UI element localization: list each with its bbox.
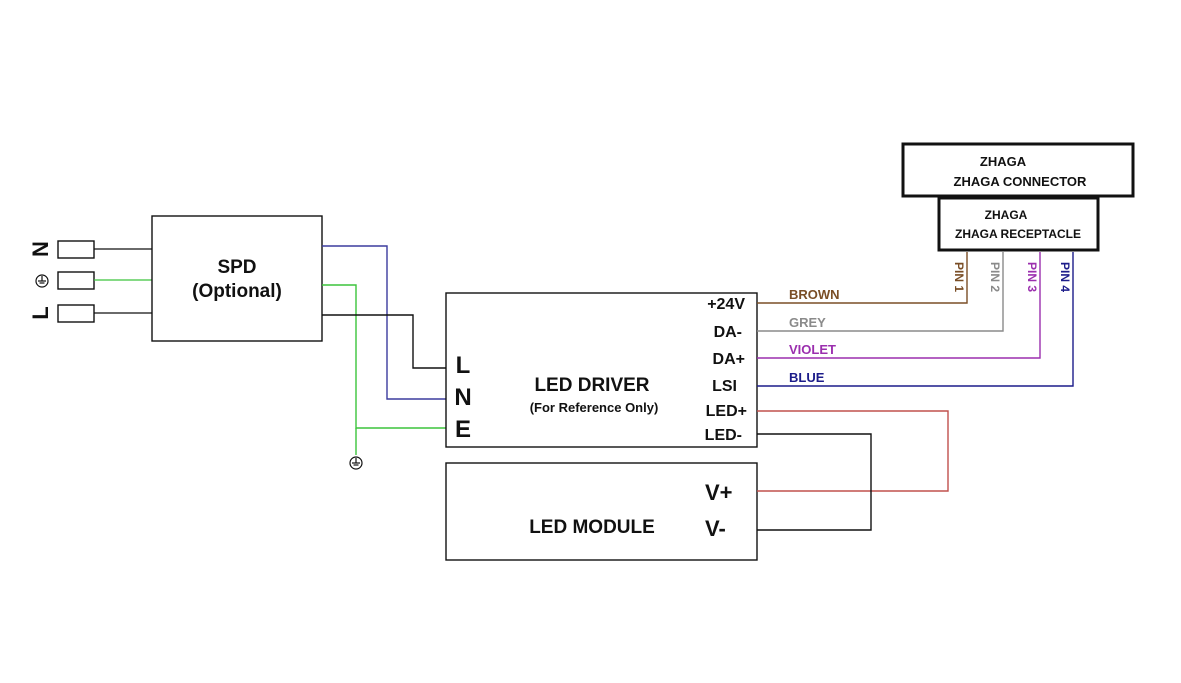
wire-label-grey: GREY [789,315,826,330]
pin-label-3: PIN 3 [1025,262,1039,292]
driver-input-n: N [454,384,471,411]
zhaga-receptacle-box: ZHAGA ZHAGA RECEPTACLE [937,196,1100,252]
led-module-box: LED MODULE V+ V- [445,462,758,561]
module-title: LED MODULE [529,517,655,538]
earth-symbol-icon [35,274,49,288]
wire-spd-neutral [322,245,446,400]
wire-spd-earth [322,284,446,429]
connector-line1: ZHAGA [980,154,1027,169]
wire-led-plus [757,410,949,492]
earth-ground-icon [349,456,363,470]
mains-n-label: N [28,241,53,257]
receptacle-line2: ZHAGA RECEPTACLE [955,227,1081,241]
wire-led-minus [757,433,872,531]
spd-box: SPD (Optional) [151,215,323,342]
wire-grey [757,252,1004,332]
wire-brown [757,252,968,304]
wire-label-brown: BROWN [789,287,840,302]
pin-label-4: PIN 4 [1058,262,1072,292]
driver-subtitle: (For Reference Only) [530,400,659,415]
driver-output-da-minus: DA- [714,324,742,341]
driver-input-l: L [456,352,471,379]
driver-output-led-minus: LED- [705,427,742,444]
driver-input-e: E [455,416,471,443]
spd-subtitle: (Optional) [192,281,282,302]
receptacle-line1: ZHAGA [985,208,1028,222]
terminal-earth [57,271,95,290]
connector-line2: ZHAGA CONNECTOR [954,174,1088,189]
zhaga-connector-box: ZHAGA ZHAGA CONNECTOR [901,142,1135,198]
terminal-n [57,240,95,259]
wire-label-blue: BLUE [789,370,825,385]
spd-title: SPD [217,257,256,278]
wire-blue [757,252,1074,387]
driver-output-lsi: LSI [712,378,737,395]
led-driver-box: L N E LED DRIVER (For Reference Only) +2… [445,292,758,448]
mains-l-label: L [28,306,53,319]
driver-output-da-plus: DA+ [713,351,745,368]
wire-violet [757,252,1041,359]
driver-output-24v: +24V [707,296,745,313]
mains-input: N L [28,240,95,323]
pin-label-2: PIN 2 [988,262,1002,292]
wire-label-violet: VIOLET [789,342,836,357]
module-v-minus: V- [705,516,726,541]
driver-title: LED DRIVER [534,375,649,396]
wire-spd-line [322,314,446,369]
driver-output-led-plus: LED+ [706,403,747,420]
module-v-plus: V+ [705,480,733,505]
pin-label-1: PIN 1 [952,262,966,292]
terminal-l [57,304,95,323]
